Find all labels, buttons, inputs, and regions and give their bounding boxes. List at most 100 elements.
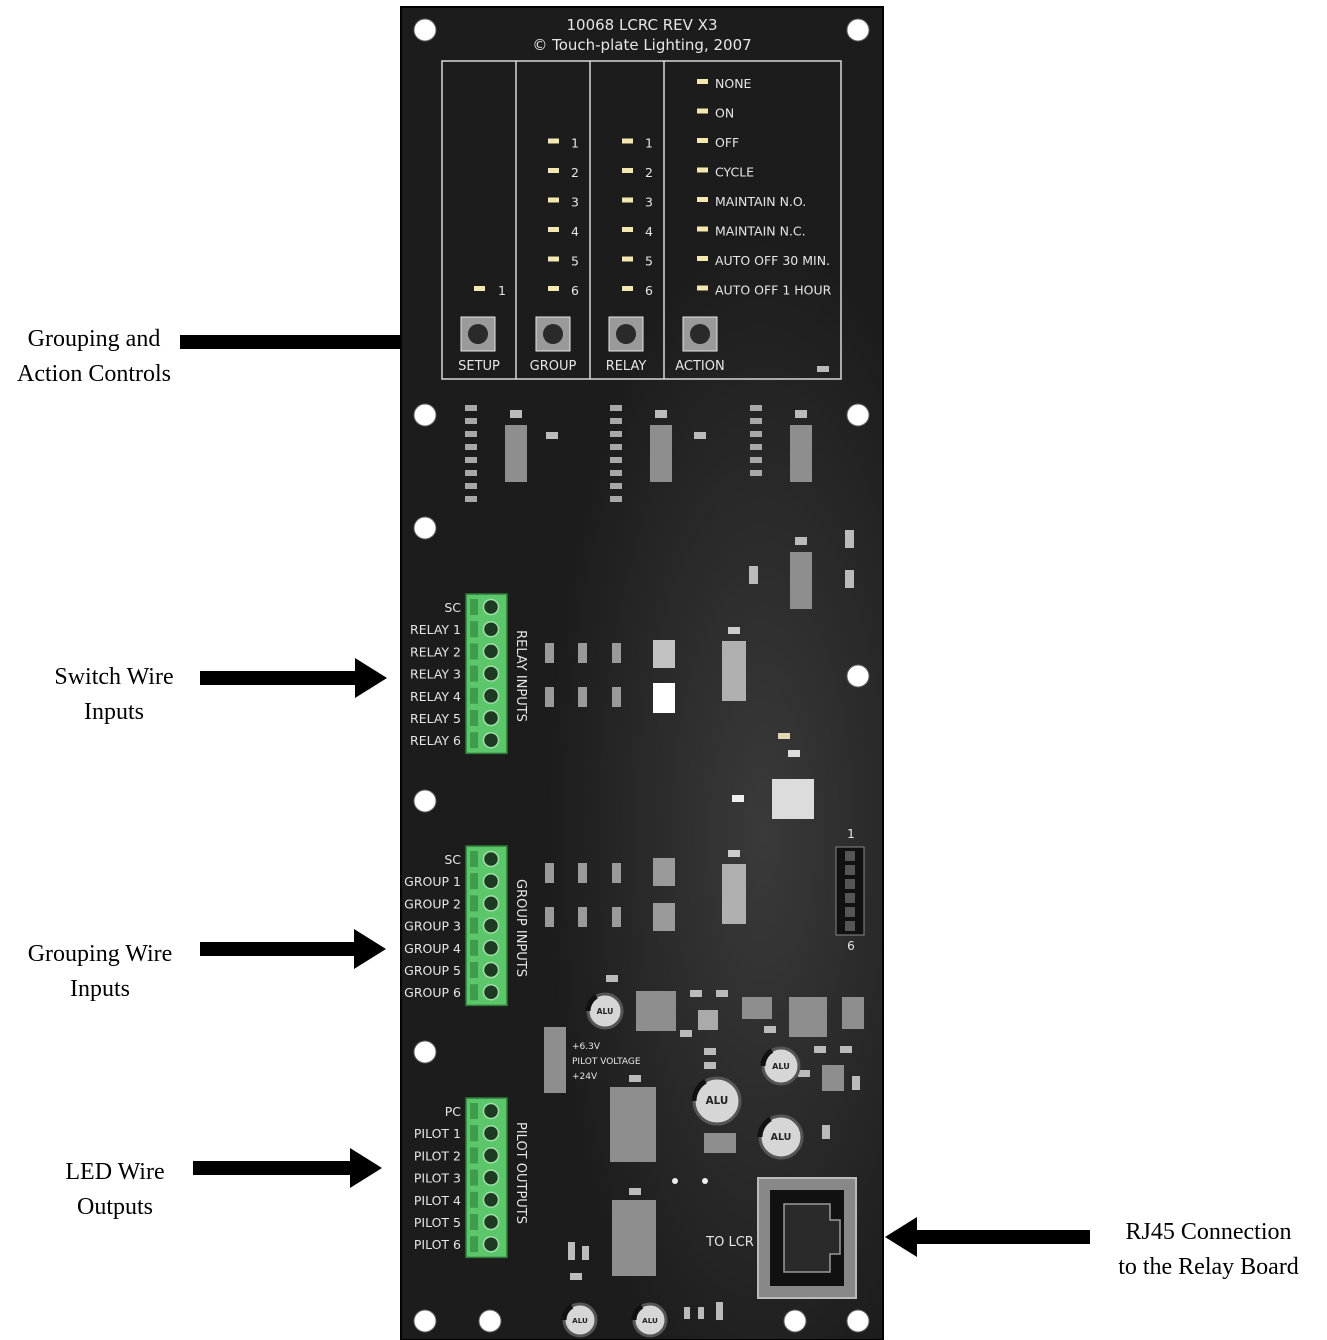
terminal-clamp xyxy=(470,1125,478,1142)
arrow-led-wire xyxy=(193,1148,382,1188)
terminal-pin-label: RELAY 1 xyxy=(410,622,461,637)
terminal-pin-label: GROUP 2 xyxy=(404,896,461,911)
led-indicator xyxy=(622,286,633,291)
annotation-rj45: RJ45 Connection to the Relay Board xyxy=(1090,1215,1327,1285)
terminal-pin-label: RELAY 6 xyxy=(410,733,461,748)
electrolytic-capacitor: ALU xyxy=(631,1302,668,1338)
middle-components xyxy=(545,627,814,931)
annotation-line: Action Controls xyxy=(17,361,171,387)
electrolytic-capacitor: ALU xyxy=(757,1114,804,1160)
capacitor-label: ALU xyxy=(642,1316,658,1325)
terminal-screw xyxy=(482,643,500,660)
group-button[interactable]: GROUP xyxy=(530,316,577,374)
led-label: AUTO OFF 30 MIN. xyxy=(715,253,830,268)
led-indicator xyxy=(697,108,708,114)
terminal-clamp xyxy=(470,939,478,956)
terminal-clamp xyxy=(470,1147,478,1164)
setup-led-column: 1 xyxy=(474,283,506,298)
mounting-hole xyxy=(413,1040,437,1064)
capacitor-label: ALU xyxy=(597,1007,614,1016)
led-indicator xyxy=(548,286,559,291)
terminal-clamp xyxy=(470,917,478,934)
led-indicator xyxy=(474,286,485,291)
terminal-clamp xyxy=(470,665,478,682)
mounting-hole xyxy=(846,1309,870,1333)
mounting-hole xyxy=(413,403,437,427)
led-indicator xyxy=(697,79,708,84)
jumper-bottom-label: +24V xyxy=(572,1072,598,1082)
action-button-label: ACTION xyxy=(675,359,724,374)
pin-header-bottom-label: 6 xyxy=(847,939,855,953)
electrolytic-capacitor: ALU xyxy=(561,1302,598,1338)
led-label: NONE xyxy=(715,76,752,91)
led-indicator xyxy=(697,256,708,261)
electrolytic-capacitor: ALU xyxy=(585,992,624,1030)
terminal-clamp xyxy=(470,1103,478,1119)
annotation-grouping-wire: Grouping Wire Inputs xyxy=(0,937,200,1007)
led-label: 2 xyxy=(571,165,579,180)
terminal-clamp xyxy=(470,962,478,978)
terminal-screw xyxy=(482,687,500,705)
led-indicator xyxy=(548,227,559,232)
terminal-screw xyxy=(482,961,500,979)
terminal-pin-label: GROUP 4 xyxy=(404,941,461,956)
led-label: 1 xyxy=(571,136,579,151)
mounting-hole xyxy=(846,664,870,688)
electrolytic-capacitor: ALU xyxy=(760,1046,801,1086)
status-led xyxy=(817,366,829,372)
led-indicator xyxy=(548,256,559,262)
relay-inputs-label: RELAY INPUTS xyxy=(513,630,528,722)
terminal-screw xyxy=(482,939,500,957)
terminal-pin-label: RELAY 2 xyxy=(410,644,461,659)
arrows xyxy=(180,322,1090,1257)
capacitor-label: ALU xyxy=(772,1061,790,1071)
pilot-voltage-jumper: +6.3V PILOT VOLTAGE +24V xyxy=(544,1027,641,1093)
terminal-pin-label: RELAY 5 xyxy=(410,711,461,726)
led-label: 3 xyxy=(571,195,579,210)
led-indicator xyxy=(622,256,633,262)
terminal-clamp xyxy=(470,984,478,1001)
pin-header-top-label: 1 xyxy=(847,827,855,841)
terminal-pin-label: PILOT 1 xyxy=(414,1126,461,1141)
led-indicator xyxy=(697,138,708,143)
led-indicator xyxy=(622,227,633,232)
led-label: 4 xyxy=(571,224,579,239)
terminal-pin-label: GROUP 3 xyxy=(404,919,461,934)
pin-header: 1 6 xyxy=(835,827,865,953)
led-indicator xyxy=(548,197,559,203)
terminal-screw xyxy=(482,731,500,749)
mounting-hole xyxy=(846,18,870,42)
led-label: 5 xyxy=(645,254,653,269)
annotation-led-wire: LED Wire Outputs xyxy=(0,1155,230,1225)
terminal-clamp xyxy=(470,710,478,726)
arrow-grouping-wire xyxy=(200,929,386,969)
led-label: 2 xyxy=(645,165,653,180)
annotation-switch-wire: Switch Wire Inputs xyxy=(0,660,228,730)
led-label: OFF xyxy=(715,135,739,150)
led-indicator xyxy=(622,168,633,173)
annotation-line: Inputs xyxy=(70,976,130,1002)
relay-button[interactable]: RELAY xyxy=(606,316,647,374)
terminal-pin-label: GROUP 1 xyxy=(404,874,461,889)
terminal-screw xyxy=(482,665,500,682)
action-button[interactable]: ACTION xyxy=(675,316,725,374)
terminal-pin-label: PILOT 3 xyxy=(414,1171,461,1186)
terminal-screw xyxy=(482,850,500,868)
led-label: CYCLE xyxy=(715,165,754,180)
setup-button[interactable]: SETUP xyxy=(458,316,500,374)
terminal-clamp xyxy=(470,599,478,615)
rj45-label: TO LCR xyxy=(705,1235,754,1250)
terminal-screw xyxy=(482,620,500,638)
annotation-line: Outputs xyxy=(76,1194,153,1220)
rj45-jack: TO LCR xyxy=(705,1177,857,1299)
mounting-holes xyxy=(413,18,870,1333)
terminal-pin-label: GROUP 6 xyxy=(404,985,461,1000)
capacitor-label: ALU xyxy=(771,1132,792,1143)
mounting-hole xyxy=(478,1309,502,1333)
led-indicator xyxy=(622,197,633,203)
